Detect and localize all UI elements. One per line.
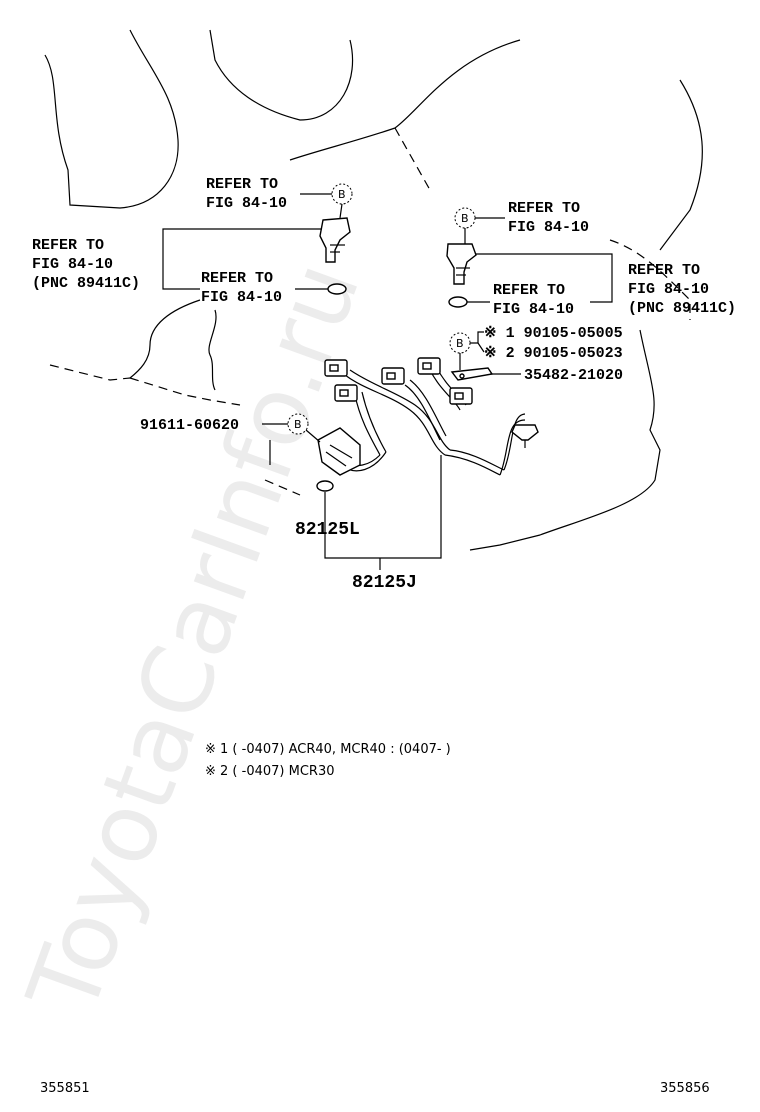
svg-text:(PNC 89411C): (PNC 89411C) xyxy=(32,275,140,292)
refer-top-right: REFER TO FIG 84-10 xyxy=(508,200,589,236)
o-ring-left xyxy=(327,283,347,295)
cam-sensor-top-right xyxy=(446,243,477,285)
svg-text:REFER TO: REFER TO xyxy=(493,282,565,299)
svg-text:FIG 84-10: FIG 84-10 xyxy=(206,195,287,212)
cam-sensor-top-left xyxy=(319,217,351,263)
svg-text:FIG 84-10: FIG 84-10 xyxy=(628,281,709,298)
svg-text:FIG 84-10: FIG 84-10 xyxy=(508,219,589,236)
svg-text:REFER TO: REFER TO xyxy=(201,270,273,287)
svg-text:FIG 84-10: FIG 84-10 xyxy=(493,301,574,318)
engine-outline xyxy=(44,29,703,551)
connector-4 xyxy=(417,357,441,375)
o-ring-right xyxy=(448,296,468,308)
refer-mid-left: REFER TO FIG 84-10 xyxy=(201,270,282,306)
b-marker-bracket: B xyxy=(449,332,471,354)
svg-text:FIG 84-10: FIG 84-10 xyxy=(201,289,282,306)
part-number-bracket[interactable]: 35482-21020 xyxy=(524,367,623,384)
grommet xyxy=(316,480,334,492)
bracket-clip xyxy=(450,367,494,381)
b-marker-top-left: B xyxy=(331,183,353,205)
svg-text:REFER TO: REFER TO xyxy=(628,262,700,279)
svg-text:B: B xyxy=(338,188,346,201)
b-marker-top-right: B xyxy=(454,207,476,229)
connector-3 xyxy=(381,367,405,385)
svg-text:REFER TO: REFER TO xyxy=(508,200,580,217)
refer-mid-right: REFER TO FIG 84-10 xyxy=(493,282,574,318)
illustration-id-right: 355856 xyxy=(660,1081,710,1096)
b-marker-clamp: B xyxy=(287,413,309,435)
refer-left: REFER TO FIG 84-10 (PNC 89411C) xyxy=(32,237,140,292)
svg-text:B: B xyxy=(456,337,464,350)
svg-text:(PNC 89411C): (PNC 89411C) xyxy=(628,300,736,317)
svg-text:REFER TO: REFER TO xyxy=(32,237,104,254)
footnote-2: ※ 2 ( -0407) MCR30 xyxy=(205,764,334,779)
footnote-1: ※ 1 ( -0407) ACR40, MCR40 : (0407- ) xyxy=(205,742,451,757)
svg-text:FIG 84-10: FIG 84-10 xyxy=(32,256,113,273)
part-number-bolt-1[interactable]: ※ 1 90105-05005 xyxy=(484,325,623,342)
part-number-bolt-2[interactable]: ※ 2 90105-05023 xyxy=(484,345,623,362)
refer-right: REFER TO FIG 84-10 (PNC 89411C) xyxy=(628,262,736,317)
main-connector xyxy=(317,427,361,476)
svg-text:B: B xyxy=(294,418,302,431)
svg-text:REFER TO: REFER TO xyxy=(206,176,278,193)
illustration-id-left: 355851 xyxy=(40,1081,90,1096)
part-number-harness-l[interactable]: 82125L xyxy=(295,520,360,540)
connector-1 xyxy=(324,359,348,377)
part-number-harness-j[interactable]: 82125J xyxy=(352,573,417,593)
part-number-clamp[interactable]: 91611-60620 xyxy=(140,417,239,434)
wire-harness xyxy=(341,367,526,476)
svg-text:B: B xyxy=(461,212,469,225)
connector-5 xyxy=(449,387,473,405)
connector-2 xyxy=(334,384,358,402)
connector-6 xyxy=(511,424,539,448)
refer-top-left: REFER TO FIG 84-10 xyxy=(206,176,287,212)
